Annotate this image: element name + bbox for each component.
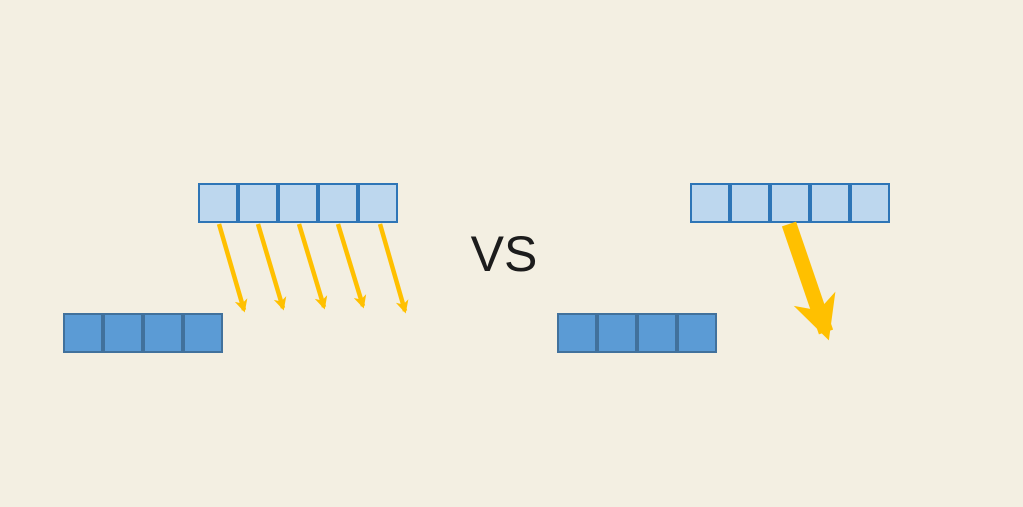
attention-arrow [255,223,287,311]
attention-arrow [296,223,328,310]
vs-label: VS [470,226,538,282]
left-bottom-bar [63,313,223,353]
bar-cell [238,183,278,223]
big-attention-arrow [781,221,836,341]
bar-cell [677,313,717,353]
right-big-arrow-group [781,221,836,341]
bar-cell [63,313,103,353]
bar-cell [318,183,358,223]
right-top-bar [690,183,890,223]
bar-cell [198,183,238,223]
right-bottom-bar [557,313,717,353]
bar-cell [730,183,770,223]
bar-cell [278,183,318,223]
bar-cell [770,183,810,223]
left-arrows-group [216,223,409,314]
attention-arrow [335,223,367,309]
attention-arrow [216,223,248,313]
bar-cell [143,313,183,353]
bar-cell [183,313,223,353]
bar-cell [597,313,637,353]
bar-cell [358,183,398,223]
bar-cell [637,313,677,353]
bar-cell [850,183,890,223]
bar-cell [103,313,143,353]
bar-cell [810,183,850,223]
left-top-bar [198,183,398,223]
bar-cell [557,313,597,353]
attention-arrow [377,223,409,314]
bar-cell [690,183,730,223]
